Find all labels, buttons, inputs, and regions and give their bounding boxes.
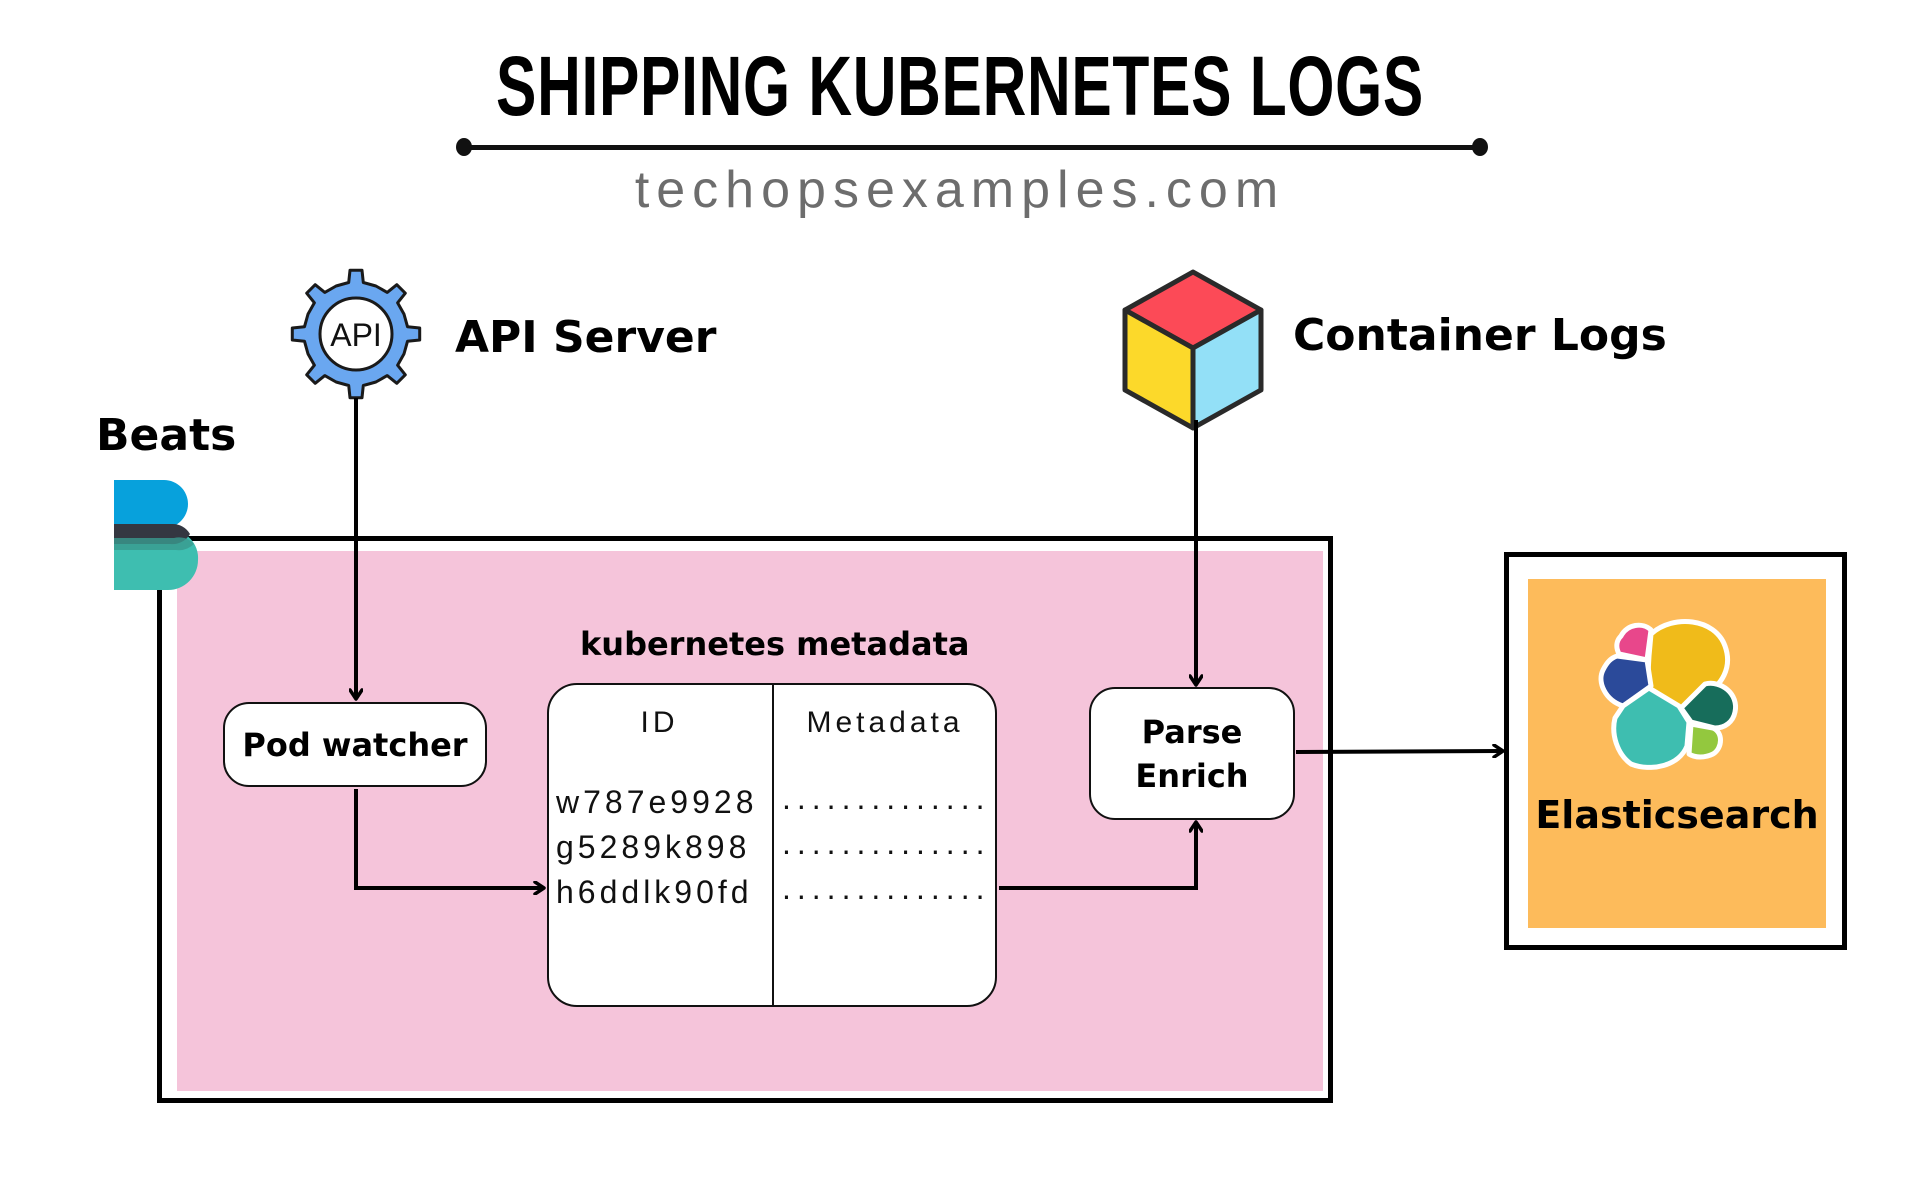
table-row-id: w787e9928 <box>556 784 758 820</box>
elasticsearch-label: Elasticsearch <box>1535 793 1819 837</box>
beats-logo-top <box>114 480 188 528</box>
logo-light-green <box>1686 721 1723 760</box>
column-header-metadata: Metadata <box>806 706 964 739</box>
api-server-label: API Server <box>455 312 717 363</box>
title-divider <box>464 145 1481 150</box>
column-header-id: ID <box>640 706 679 739</box>
arrow-pod-watcher-to-table <box>354 789 543 888</box>
diagram-title: SHIPPING KUBERNETES LOGS <box>496 39 1424 133</box>
metadata-table-title: kubernetes metadata <box>580 625 970 663</box>
divider-right-dot <box>1472 138 1488 156</box>
enrich-label: Enrich <box>1135 756 1249 795</box>
parse-enrich-node: Parse Enrich <box>1089 687 1295 820</box>
table-row-id: g5289k898 <box>556 829 751 865</box>
table-row-metadata: .............. <box>782 870 991 906</box>
divider-left-dot <box>456 138 472 156</box>
beats-label: Beats <box>96 410 237 461</box>
table-row-metadata: .............. <box>782 825 991 861</box>
arrow-table-to-parse <box>999 823 1196 890</box>
container-logs-label: Container Logs <box>1293 310 1667 361</box>
cube-right-face <box>1190 307 1264 431</box>
gear-icon: API <box>290 268 422 400</box>
arrow-parse-to-elasticsearch <box>1295 751 1502 752</box>
table-row-metadata: .............. <box>782 780 991 816</box>
parse-label: Parse <box>1141 712 1243 751</box>
table-row-id: h6ddlk90fd <box>556 874 753 910</box>
pod-watcher-node: Pod watcher <box>223 702 487 787</box>
beats-logo-icon <box>114 480 199 590</box>
elasticsearch-logo-icon <box>1598 619 1739 770</box>
gear-icon-text: API <box>330 317 382 353</box>
pod-watcher-label: Pod watcher <box>242 725 468 764</box>
site-url: techopsexamples.com <box>634 161 1286 219</box>
logo-teal <box>1611 685 1692 770</box>
metadata-table-column-divider <box>772 684 774 1006</box>
cube-icon <box>1122 269 1264 431</box>
